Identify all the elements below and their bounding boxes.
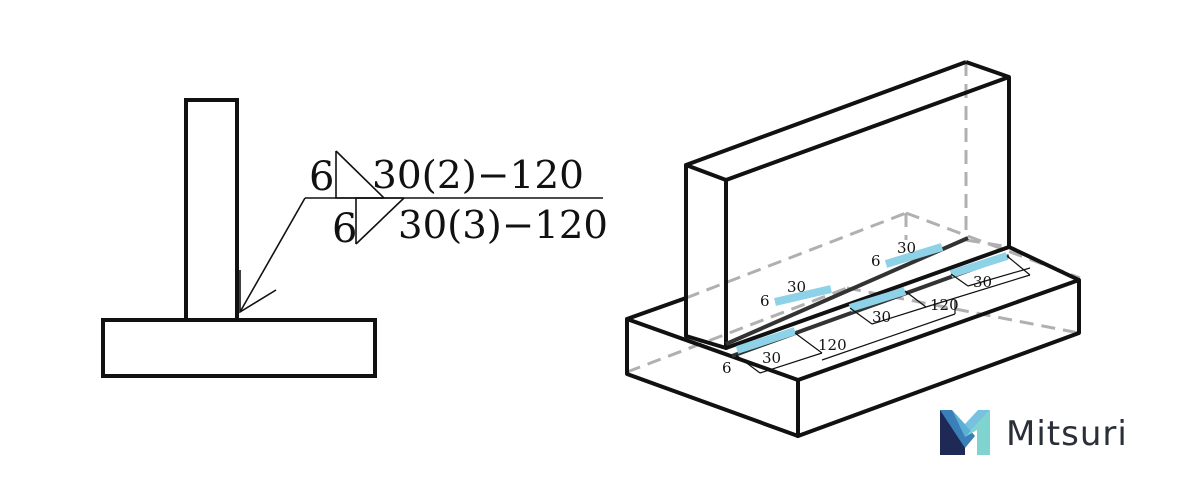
front-weld-size-label: 6 bbox=[722, 359, 732, 377]
back-weld-length-label: 30 bbox=[787, 278, 806, 296]
dimension-text: 6 30 6 30 6 30 120 30 120 30 bbox=[722, 239, 992, 377]
front-weld-pitch-label: 120 bbox=[818, 336, 847, 354]
weld-symbol bbox=[239, 150, 603, 314]
hidden-edge bbox=[846, 286, 1080, 335]
dimension-line bbox=[1006, 255, 1031, 276]
arrow-head bbox=[239, 270, 277, 314]
web-plate-section bbox=[184, 98, 239, 322]
weld-symbol-text: 6 30(2)−120 6 30(3)−120 bbox=[309, 153, 608, 252]
hidden-edges bbox=[626, 62, 1081, 374]
arrow-side-size: 6 bbox=[309, 154, 334, 200]
dimension-line bbox=[759, 352, 823, 374]
back-weld-size-label-2: 6 bbox=[871, 252, 881, 270]
weld-bead-front bbox=[735, 327, 797, 354]
base-plate-top-edge bbox=[626, 296, 687, 321]
dimension-line bbox=[904, 290, 927, 308]
brand-name: Mitsuri bbox=[1006, 414, 1128, 454]
weld-beads bbox=[735, 243, 1009, 354]
dimension-line bbox=[950, 273, 969, 287]
back-weld-length-label-2: 30 bbox=[897, 239, 916, 257]
base-plate-right-face bbox=[796, 278, 1081, 438]
web-plate-top-edge bbox=[965, 60, 1010, 79]
isometric-model: 6 30 6 30 6 30 120 30 120 30 bbox=[625, 60, 1081, 438]
base-plate-section bbox=[101, 318, 377, 378]
base-plate-top-edge bbox=[1008, 245, 1080, 282]
arrow-leader bbox=[239, 197, 306, 313]
weld-bead-front bbox=[848, 287, 907, 312]
weld-bead-back bbox=[774, 285, 832, 306]
dimension-lines bbox=[735, 255, 1031, 374]
fillet-symbol-other-side-hyp bbox=[355, 197, 405, 245]
back-weld-size-label: 6 bbox=[760, 292, 770, 310]
weld-bead-front bbox=[949, 252, 1009, 278]
hidden-edge bbox=[965, 238, 1010, 249]
weld-pitch-label: 120 bbox=[930, 296, 959, 314]
back-weld-root bbox=[725, 236, 969, 346]
weld-length-label-end: 30 bbox=[973, 273, 992, 291]
dimension-line bbox=[871, 306, 927, 325]
hidden-edge bbox=[685, 211, 907, 300]
mitsuri-m-logo-icon bbox=[940, 410, 990, 455]
fillet-symbol-arrow-side-hyp bbox=[335, 150, 385, 199]
front-weld-length-label: 30 bbox=[762, 349, 781, 367]
t-joint-section bbox=[101, 98, 377, 378]
brand-logo: Mitsuri bbox=[940, 410, 1128, 455]
dimension-line bbox=[925, 274, 1031, 308]
visible-edges bbox=[625, 60, 1081, 438]
weld-bead-back bbox=[884, 243, 944, 268]
dimension-line bbox=[849, 307, 873, 325]
dimension-line bbox=[821, 313, 956, 361]
weld-length-label: 30 bbox=[872, 308, 891, 326]
other-side-size: 6 bbox=[332, 206, 357, 252]
dimension-line bbox=[967, 267, 1031, 287]
arrow-side-spec: 30(2)−120 bbox=[372, 153, 584, 197]
other-side-spec: 30(3)−120 bbox=[398, 203, 608, 247]
fillet-symbol-other-side bbox=[355, 197, 404, 244]
dimension-line bbox=[735, 354, 761, 374]
web-plate-end-face bbox=[684, 163, 728, 350]
dimension-line bbox=[794, 332, 823, 354]
web-plate-top-edge bbox=[685, 60, 967, 167]
hidden-edge bbox=[626, 286, 848, 374]
